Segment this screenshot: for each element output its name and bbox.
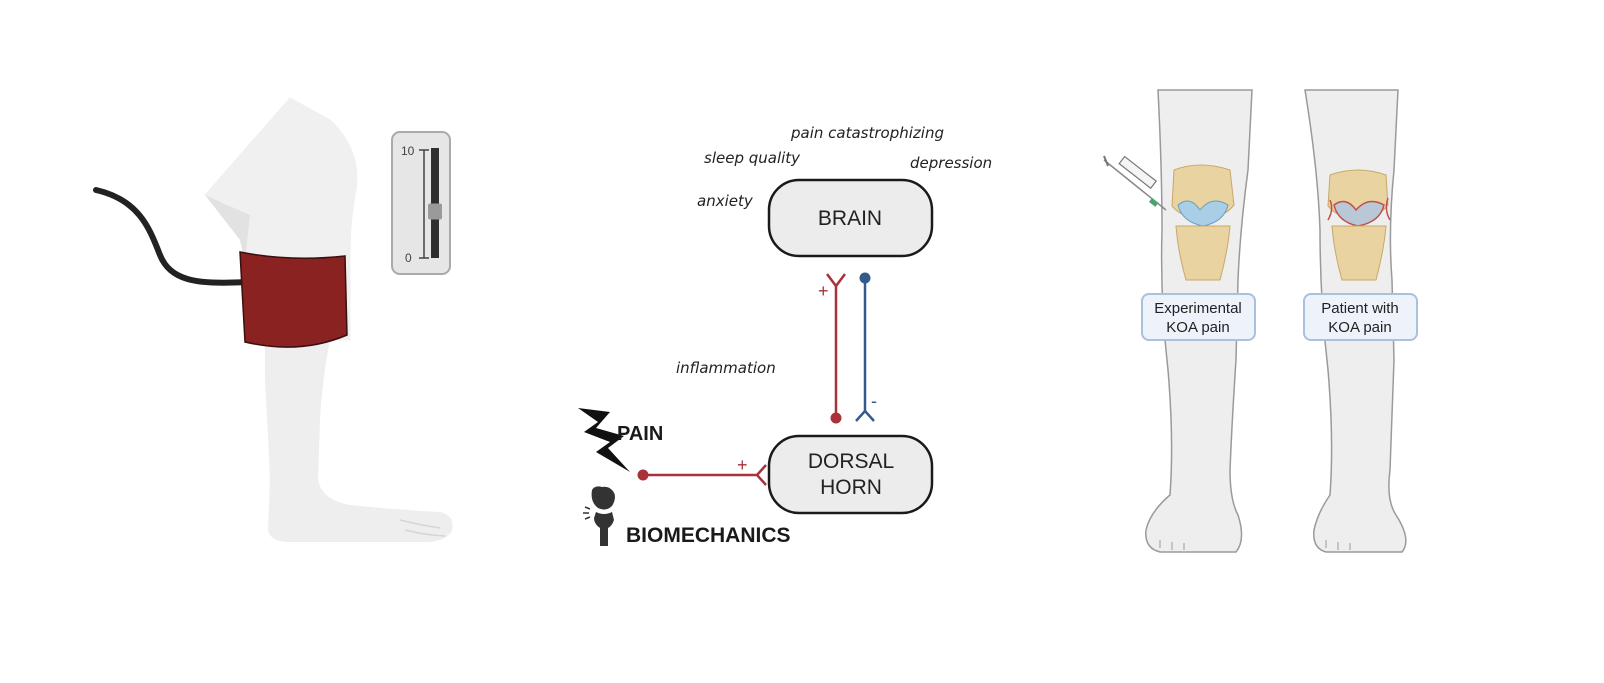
label-patient-line2: KOA pain <box>1328 319 1391 336</box>
peripheral-sign: + <box>737 455 748 475</box>
label-inflammation: inflammation <box>676 359 776 377</box>
ascending-pathway: + <box>818 273 846 424</box>
knee-tibia-oa <box>1331 225 1387 281</box>
peripheral-synapse-fork <box>755 464 767 486</box>
label-sleep-quality: sleep quality <box>704 149 801 167</box>
knee-inflammation-marks <box>1327 197 1391 221</box>
scale-track <box>431 148 439 258</box>
label-depression: depression <box>910 154 992 172</box>
label-box-patient <box>1303 293 1418 341</box>
center-panel: pain catastrophizing sleep quality depre… <box>578 124 992 547</box>
dorsal-horn-label-line1: DORSAL <box>808 450 894 473</box>
blood-pressure-cuff <box>239 251 348 348</box>
ascending-sign: + <box>818 281 829 301</box>
leg-patient: Patient with KOA pain <box>1303 89 1418 553</box>
syringe-icon <box>1103 155 1167 211</box>
left-panel: 10 0 <box>93 97 453 542</box>
ascending-origin-dot <box>830 412 842 424</box>
label-patient-line1: Patient with <box>1321 300 1399 317</box>
ascending-synapse-fork <box>826 273 846 289</box>
scale-max-label: 10 <box>401 144 415 158</box>
scale-slider-thumb <box>428 203 442 220</box>
descending-synapse-fork <box>855 409 875 422</box>
cuff-tube <box>93 187 248 286</box>
pain-rating-scale: 10 0 <box>391 131 451 275</box>
dorsal-horn-node: DORSAL HORN <box>767 434 934 515</box>
thigh-shadow <box>205 195 250 260</box>
label-pain-catastrophizing: pain catastrophizing <box>790 124 944 142</box>
scale-min-label: 0 <box>405 251 412 265</box>
pain-input-label: PAIN <box>617 423 663 445</box>
foot-toes <box>399 519 446 537</box>
knee-cartilage-oa <box>1333 200 1385 227</box>
label-experimental-line2: KOA pain <box>1166 319 1229 336</box>
knee-cartilage <box>1177 200 1229 227</box>
dorsal-horn-label-line2: HORN <box>820 476 882 499</box>
peripheral-origin-dot <box>637 469 649 481</box>
knee-joint-icon <box>583 486 615 546</box>
knee-tibia <box>1175 225 1231 281</box>
peripheral-pathway: + <box>637 455 767 486</box>
right-panel: Experimental KOA pain Patient with KOA p… <box>1103 89 1418 553</box>
brain-label: BRAIN <box>818 207 882 230</box>
descending-sign: - <box>871 391 877 411</box>
label-experimental-line1: Experimental <box>1154 300 1242 317</box>
brain-node: BRAIN <box>767 178 934 258</box>
descending-pathway: - <box>855 272 877 422</box>
biomechanics-input-label: BIOMECHANICS <box>626 524 791 547</box>
label-box-experimental <box>1141 293 1256 341</box>
leg-experimental: Experimental KOA pain <box>1103 89 1256 553</box>
label-anxiety: anxiety <box>697 192 754 210</box>
lower-leg <box>265 340 453 542</box>
descending-origin-dot <box>859 272 871 284</box>
